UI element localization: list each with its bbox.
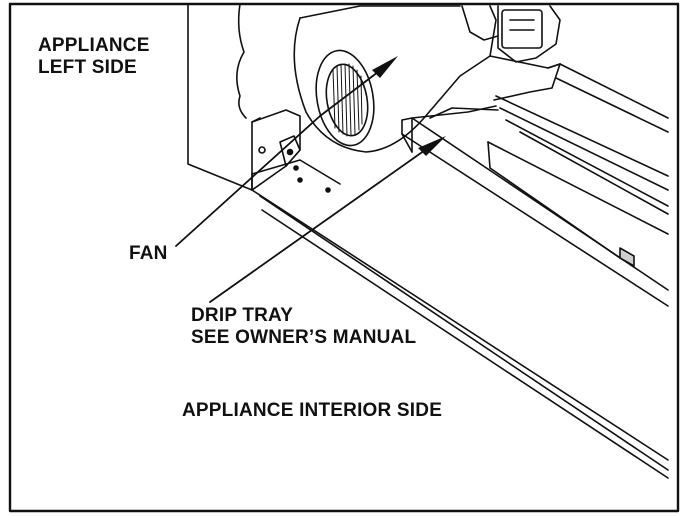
drip-tray-line-2: SEE OWNER’S MANUAL — [191, 327, 417, 348]
drip-tray — [401, 105, 669, 307]
appliance-left-side-line-1: APPLIANCE — [38, 35, 150, 56]
fan-label: FAN — [129, 243, 168, 264]
motor-assembly — [461, 5, 561, 101]
leader-lines — [175, 115, 429, 303]
interior-ribs — [495, 63, 669, 215]
diagram-frame — [8, 2, 680, 513]
appliance-left-wall — [187, 3, 261, 191]
appliance-interior-side-label: APPLIANCE INTERIOR SIDE — [182, 400, 443, 421]
mounting-bracket — [251, 109, 301, 191]
drip-tray-line-1: DRIP TRAY — [191, 305, 294, 326]
appliance-left-side-label: APPLIANCE LEFT SIDE — [38, 35, 150, 79]
drip-tray-label: DRIP TRAY SEE OWNER’S MANUAL — [191, 305, 416, 349]
fan-housing — [293, 5, 497, 153]
appliance-left-side-line-2: LEFT SIDE — [38, 57, 137, 78]
base-rail — [251, 159, 669, 479]
